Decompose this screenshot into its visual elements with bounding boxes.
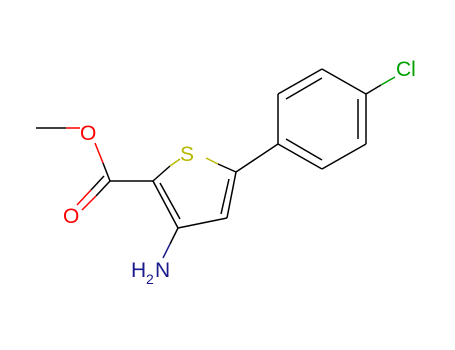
- bond-ph-6-1: [277, 143, 323, 170]
- bond-ph-inner-c: [285, 138, 323, 161]
- bond-c2-sulfur: [152, 165, 171, 182]
- bond-oxygen-carbonyl: [102, 162, 111, 182]
- bond-ph-2-3: [277, 68, 323, 95]
- atom-amine-subscript: 2: [146, 271, 154, 287]
- bond-c3-amine-blue: [162, 243, 171, 259]
- bond-phenyl-chlorine-green: [380, 76, 396, 86]
- bond-ph-inner-a: [285, 77, 323, 100]
- atom-sulfur: S: [180, 143, 194, 166]
- bond-c5-c4-inner: [220, 178, 230, 215]
- atom-oxygen-ester: O: [80, 122, 96, 145]
- bond-carbonyl-double-a-red: [81, 195, 97, 211]
- bond-c3-c2-inner: [159, 182, 181, 220]
- atom-amine-h: H: [131, 259, 146, 282]
- bond-c4-c3: [177, 217, 228, 229]
- bond-ph-3-4: [321, 68, 367, 95]
- atom-amine-group: H 2 N: [131, 259, 170, 287]
- bond-sulfur-c5: [217, 163, 237, 173]
- bond-carbonyl-double-a: [95, 180, 111, 197]
- bond-carbonyl-double-b-red: [76, 189, 92, 206]
- bond-c5-c4: [226, 171, 237, 219]
- atom-oxygen-carbonyl: O: [63, 205, 79, 228]
- atom-chlorine: Cl: [396, 58, 416, 81]
- bond-sulfur-c5-yellow: [205, 157, 219, 165]
- bond-carbonyl-double-b: [90, 175, 105, 191]
- bond-ph-5-6: [321, 143, 367, 170]
- bond-c3-amine: [169, 227, 179, 245]
- bond-c3-c2: [152, 180, 179, 229]
- bond-c2-sulfur-yellow: [169, 158, 181, 167]
- bond-oxygen-carbonyl-red: [94, 142, 104, 164]
- bond-phenyl-chlorine: [365, 84, 382, 95]
- atom-amine-n: N: [155, 259, 170, 282]
- bond-c5-phenyl: [235, 143, 279, 173]
